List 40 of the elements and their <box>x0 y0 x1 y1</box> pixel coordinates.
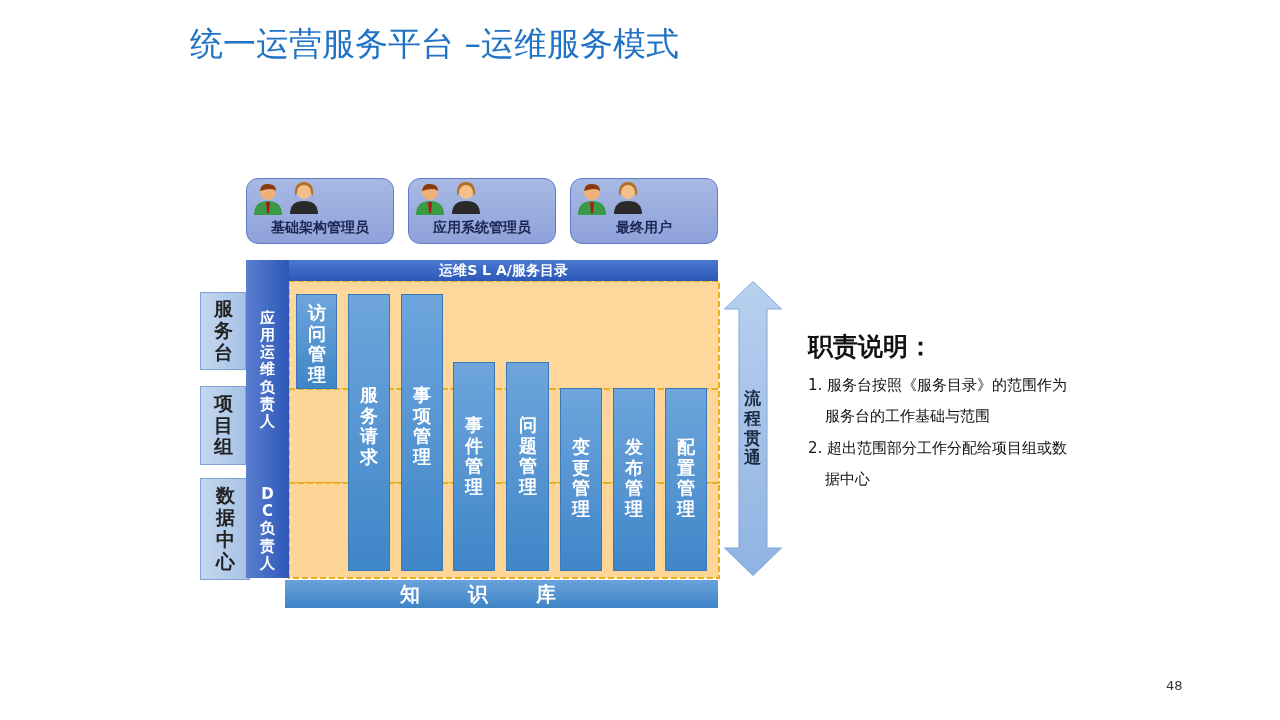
node-text: 发布管理 <box>623 437 644 520</box>
row-label-box <box>200 386 246 465</box>
arrow-label: 流程贯通 <box>742 389 763 468</box>
node-text: 应用系统管理员 <box>433 219 531 237</box>
node-text: 最终用户 <box>616 219 672 237</box>
node-text: 运维S L A/服务目录 <box>439 261 568 280</box>
node-text: 基础架构管理员 <box>271 219 369 237</box>
process-column <box>453 362 495 571</box>
node-text: 应用运维负责人 <box>259 309 276 431</box>
role-column <box>246 480 289 578</box>
process-column <box>348 294 390 571</box>
role-column <box>246 260 289 480</box>
list-item: 2. 超出范围部分工作分配给项目组或数据中心 <box>808 438 1069 490</box>
node-text: 项目组 <box>212 392 234 459</box>
section-heading: 职责说明： <box>808 331 933 363</box>
node-text: 知识库 <box>399 580 604 608</box>
double-arrow-shape <box>724 281 782 576</box>
process-column <box>613 388 655 571</box>
header-bar <box>289 260 718 281</box>
node-text: 配置管理 <box>675 437 696 520</box>
process-column <box>401 294 443 571</box>
page-number: 48 <box>1166 678 1183 693</box>
node-text: 事件管理 <box>463 415 484 498</box>
process-column <box>560 388 602 571</box>
node-text: 事项管理 <box>411 385 432 468</box>
knowledge-base-bar <box>285 580 718 608</box>
node-text: 服务请求 <box>358 385 379 468</box>
node-text: 访问管理 <box>306 303 327 386</box>
process-column <box>665 388 707 571</box>
row-label-box <box>200 478 250 580</box>
slide-title: 统一运营服务平台 –运维服务模式 <box>190 23 679 65</box>
node-text: 问题管理 <box>517 415 538 498</box>
process-column <box>506 362 549 571</box>
node-text: 变更管理 <box>570 437 591 520</box>
node-text: 数据中心 <box>214 485 236 573</box>
process-column <box>296 294 337 389</box>
list-item: 1. 服务台按照《服务目录》的范围作为服务台的工作基础与范围 <box>808 375 1069 427</box>
row-label-box <box>200 292 246 370</box>
node-text: 服务台 <box>212 298 234 364</box>
node-text: DC负责人 <box>259 485 276 573</box>
